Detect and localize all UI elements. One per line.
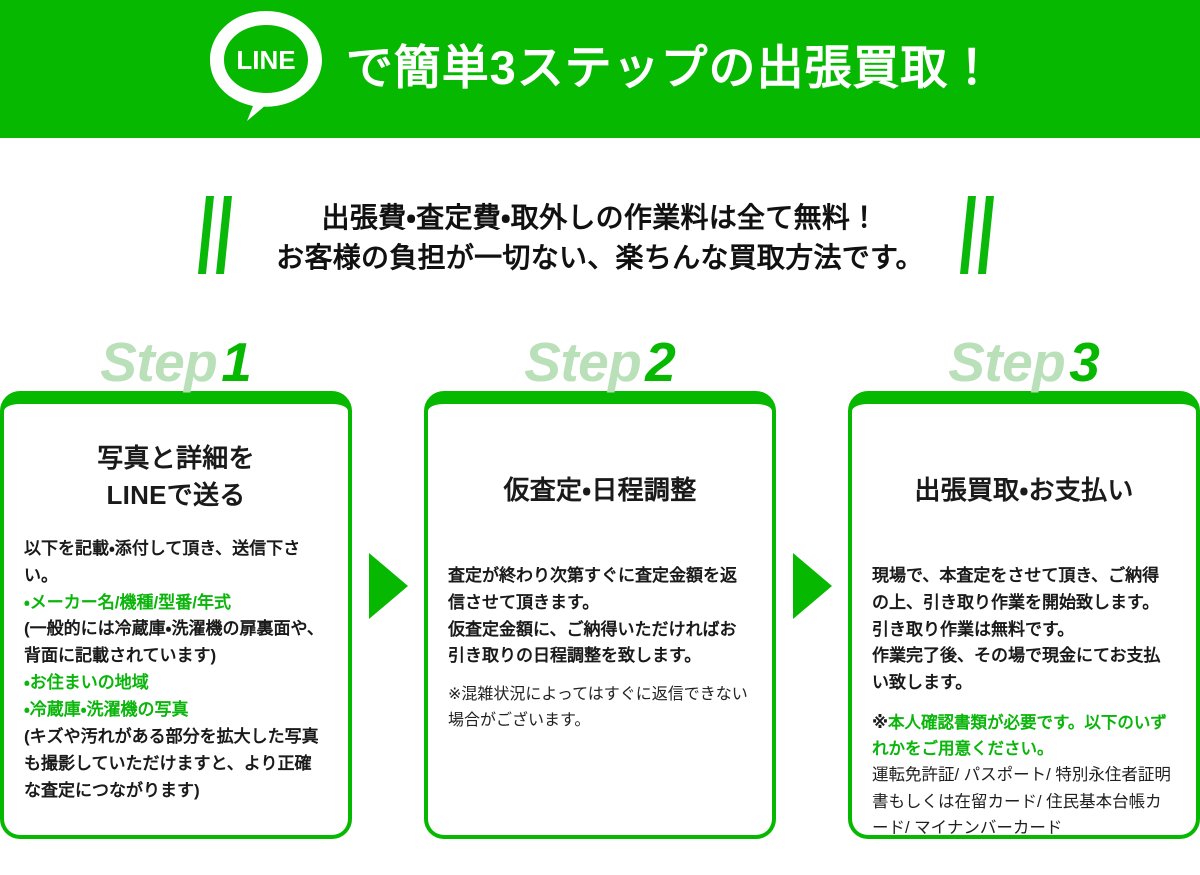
step-3-title-line-1: 出張買取・お支払い xyxy=(914,475,1134,505)
step-1-bullet-2: ・お住まいの地域 xyxy=(24,673,149,693)
step-column-1: Step1 写真と詳細を LINEで送る 以下を記載・添付して頂き、送信下さい。… xyxy=(0,333,352,839)
banner-title: で簡単3ステップの出張買取！ xyxy=(345,40,997,94)
line-logo-icon: LINE xyxy=(204,7,328,125)
left-slash-decoration xyxy=(196,196,242,279)
step-1-bullet-1: ・メーカー名/機種/型番/年式 xyxy=(24,592,231,612)
step-3-card: 出張買取・お支払い 現場で、本査定をさせて頂き、ご納得の上、引き取り作業を開始致… xyxy=(848,391,1200,839)
step-2-word: Step xyxy=(524,331,642,393)
step-3-note-mark: ※ xyxy=(872,714,889,733)
subtitle-line-2: お客様の負担が一切ない、楽ちんな買取方法です。 xyxy=(276,241,924,273)
line-logo-text: LINE xyxy=(236,45,295,75)
step-3-id-list: 運転免許証/ パスポート/ 特別永住者証明書もしくは在留カード/ 住民基本台帳カ… xyxy=(872,766,1171,838)
arrow-connector-1-container xyxy=(352,333,424,839)
step-3-number: 3 xyxy=(1069,331,1100,393)
step-1-title: 写真と詳細を LINEで送る xyxy=(24,440,328,514)
step-2-paragraph-1: 査定が終わり次第すぐに査定金額を返信させて頂きます。 xyxy=(448,565,737,612)
step-column-3: Step3 出張買取・お支払い 現場で、本査定をさせて頂き、ご納得の上、引き取り… xyxy=(848,333,1200,839)
step-column-2: Step2 仮査定・日程調整 査定が終わり次第すぐに査定金額を返信させて頂きます… xyxy=(424,333,776,839)
step-1-heading: Step1 xyxy=(0,333,352,391)
step-2-number: 2 xyxy=(645,331,676,393)
arrow-connector-2-container xyxy=(776,333,848,839)
step-2-card: 仮査定・日程調整 査定が終わり次第すぐに査定金額を返信させて頂きます。 仮査定金… xyxy=(424,391,776,839)
step-2-paragraph-2: 仮査定金額に、ご納得いただければお引き取りの日程調整を致します。 xyxy=(448,619,737,666)
step-1-bullet-3: ・冷蔵庫・洗濯機の写真 xyxy=(24,699,189,719)
right-slash-decoration xyxy=(958,196,1004,279)
step-3-id-note: ※本人確認書類が必要です。以下のいずれかをご用意ください。 xyxy=(872,710,1176,762)
step-3-note-green: 本人確認書類が必要です。以下のいずれかをご用意ください。 xyxy=(872,714,1167,759)
step-2-note: ※混雑状況によってはすぐに返信できない場合がございます。 xyxy=(448,686,748,729)
arrow-right-icon xyxy=(792,553,832,619)
step-1-note-1: (一般的には冷蔵庫・洗濯機の扉裏面や、背面に記載されています) xyxy=(24,619,324,666)
step-1-body: 以下を記載・添付して頂き、送信下さい。 ・メーカー名/機種/型番/年式 (一般的… xyxy=(24,536,328,805)
step-3-heading: Step3 xyxy=(848,333,1200,391)
subtitle-block: 出張費・査定費・取外しの作業料は全て無料！ お客様の負担が一切ない、楽ちんな買取… xyxy=(0,196,1200,279)
subtitle-line-1: 出張費・査定費・取外しの作業料は全て無料！ xyxy=(321,201,879,233)
step-1-card: 写真と詳細を LINEで送る 以下を記載・添付して頂き、送信下さい。 ・メーカー… xyxy=(0,391,352,839)
step-1-word: Step xyxy=(100,331,218,393)
arrow-right-icon xyxy=(368,553,408,619)
step-3-paragraph-2: 作業完了後、その場で現金にてお支払い致します。 xyxy=(872,646,1161,693)
step-3-body: 現場で、本査定をさせて頂き、ご納得の上、引き取り作業を開始致します。引き取り作業… xyxy=(872,563,1176,838)
step-3-title: 出張買取・お支払い xyxy=(872,472,1176,509)
step-3-paragraph-1: 現場で、本査定をさせて頂き、ご納得の上、引き取り作業を開始致します。引き取り作業… xyxy=(872,565,1160,639)
step-2-title-line-1: 仮査定・日程調整 xyxy=(503,475,697,505)
step-1-number: 1 xyxy=(221,331,252,393)
step-2-body: 査定が終わり次第すぐに査定金額を返信させて頂きます。 仮査定金額に、ご納得いただ… xyxy=(448,563,752,734)
step-1-intro: 以下を記載・添付して頂き、送信下さい。 xyxy=(24,538,301,585)
step-1-note-2: (キズや汚れがある部分を拡大した写真も撮影していただけますと、より正確な査定につ… xyxy=(24,726,319,800)
step-2-title: 仮査定・日程調整 xyxy=(448,472,752,509)
step-3-word: Step xyxy=(948,331,1066,393)
header-banner: LINE で簡単3ステップの出張買取！ xyxy=(0,0,1200,138)
step-1-title-line-1: 写真と詳細を xyxy=(97,443,255,473)
step-2-heading: Step2 xyxy=(424,333,776,391)
steps-row: Step1 写真と詳細を LINEで送る 以下を記載・添付して頂き、送信下さい。… xyxy=(0,333,1200,839)
step-1-title-line-2: LINEで送る xyxy=(106,479,246,510)
